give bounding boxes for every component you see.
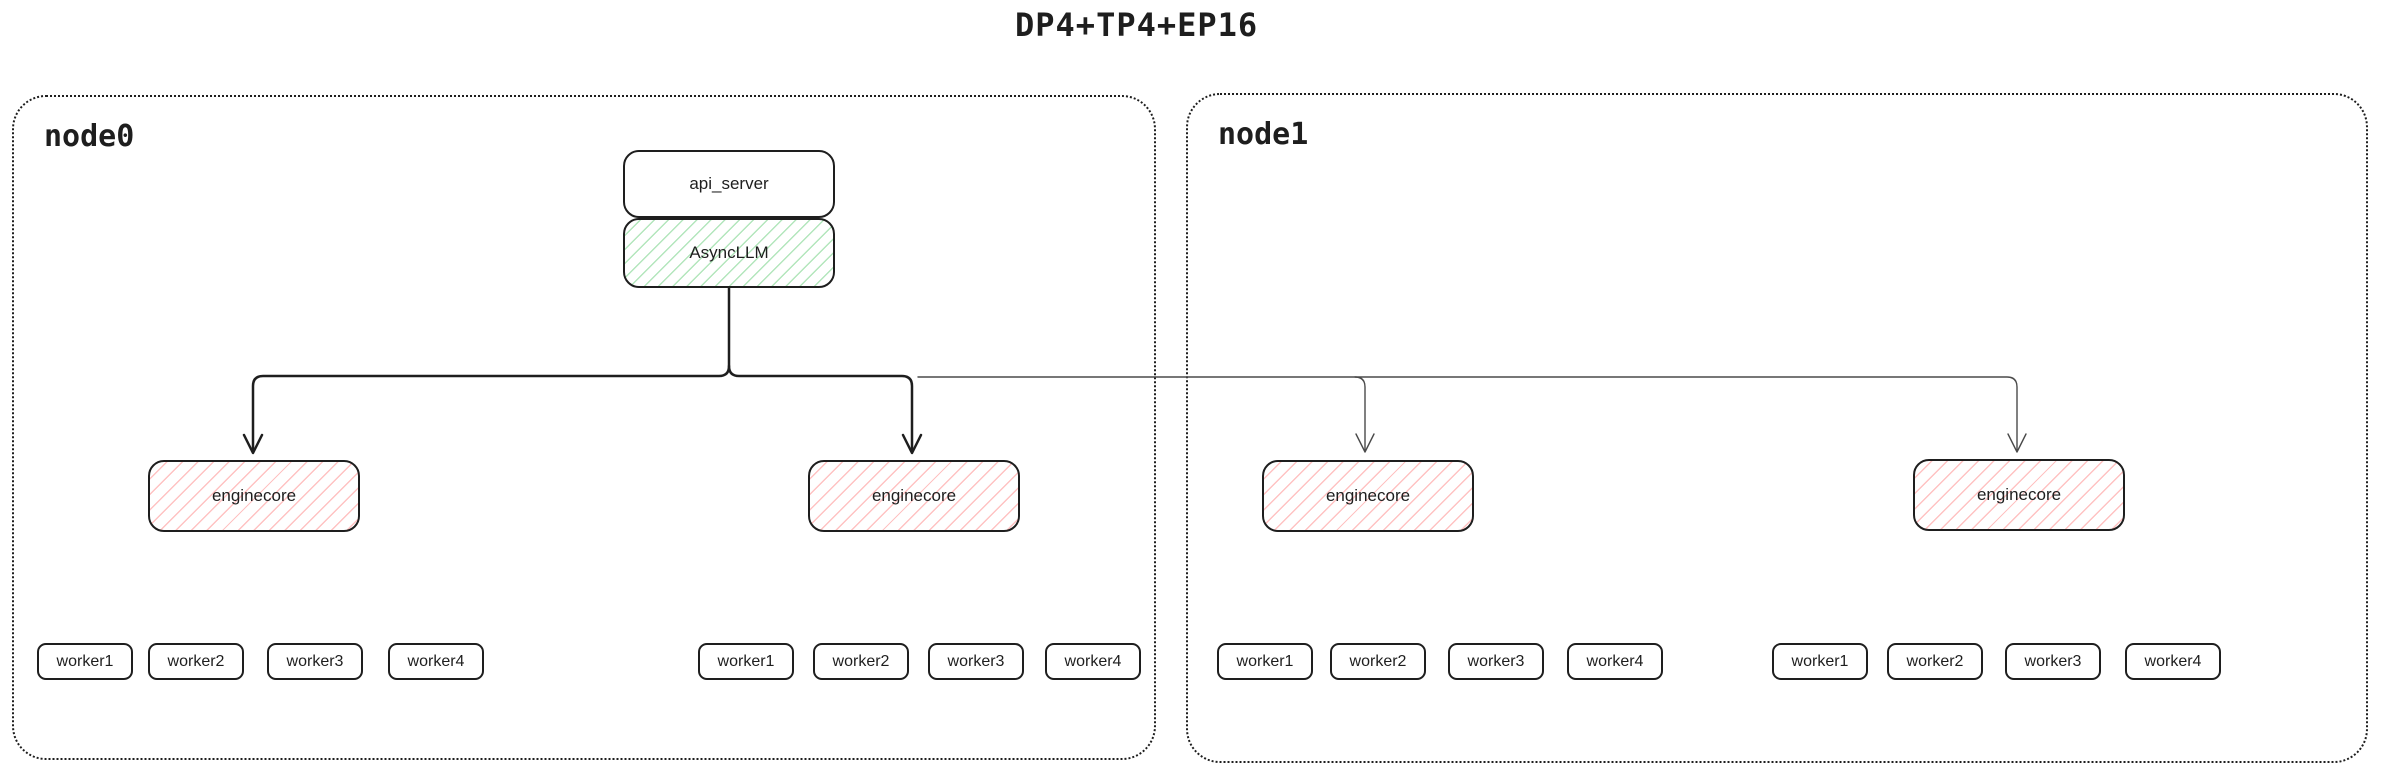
worker-label: worker3	[1467, 652, 1525, 670]
worker-label: worker2	[832, 652, 890, 670]
worker-box: worker3	[267, 643, 363, 680]
worker-label: worker1	[1791, 652, 1849, 670]
asyncllm-box: AsyncLLM	[623, 218, 835, 288]
worker-box: worker4	[1045, 643, 1141, 680]
enginecore4-label: enginecore	[1976, 485, 2062, 504]
worker-label: worker4	[2144, 652, 2202, 670]
worker-label: worker1	[717, 652, 775, 670]
enginecore2-label: enginecore	[871, 486, 957, 505]
enginecore2-box: enginecore	[808, 460, 1020, 532]
enginecore3-label: enginecore	[1325, 486, 1411, 505]
worker-label: worker4	[1064, 652, 1122, 670]
worker-box: worker3	[1448, 643, 1544, 680]
worker-box: worker1	[698, 643, 794, 680]
worker-box: worker3	[928, 643, 1024, 680]
worker-box: worker1	[1772, 643, 1868, 680]
worker-label: worker1	[1236, 652, 1294, 670]
worker-label: worker4	[1586, 652, 1644, 670]
worker-box: worker4	[2125, 643, 2221, 680]
worker-box: worker2	[1887, 643, 1983, 680]
worker-box: worker2	[813, 643, 909, 680]
api-server-label: api_server	[689, 174, 769, 193]
asyncllm-label: AsyncLLM	[689, 243, 769, 262]
worker-box: worker3	[2005, 643, 2101, 680]
enginecore1-label: enginecore	[211, 486, 297, 505]
node1-label: node1	[1218, 117, 1309, 152]
worker-box: worker2	[1330, 643, 1426, 680]
enginecore3-box: enginecore	[1262, 460, 1474, 532]
worker-label: worker1	[56, 652, 114, 670]
worker-box: worker1	[37, 643, 133, 680]
worker-label: worker3	[286, 652, 344, 670]
node0-label: node0	[44, 119, 135, 154]
api-server-box: api_server	[623, 150, 835, 218]
worker-label: worker2	[1349, 652, 1407, 670]
worker-label: worker3	[2024, 652, 2082, 670]
diagram-title: DP4+TP4+EP16	[1015, 6, 1259, 44]
worker-box: worker2	[148, 643, 244, 680]
worker-label: worker2	[167, 652, 225, 670]
worker-label: worker3	[947, 652, 1005, 670]
worker-box: worker1	[1217, 643, 1313, 680]
worker-box: worker4	[388, 643, 484, 680]
enginecore4-box: enginecore	[1913, 459, 2125, 531]
worker-label: worker2	[1906, 652, 1964, 670]
worker-box: worker4	[1567, 643, 1663, 680]
enginecore1-box: enginecore	[148, 460, 360, 532]
worker-label: worker4	[407, 652, 465, 670]
